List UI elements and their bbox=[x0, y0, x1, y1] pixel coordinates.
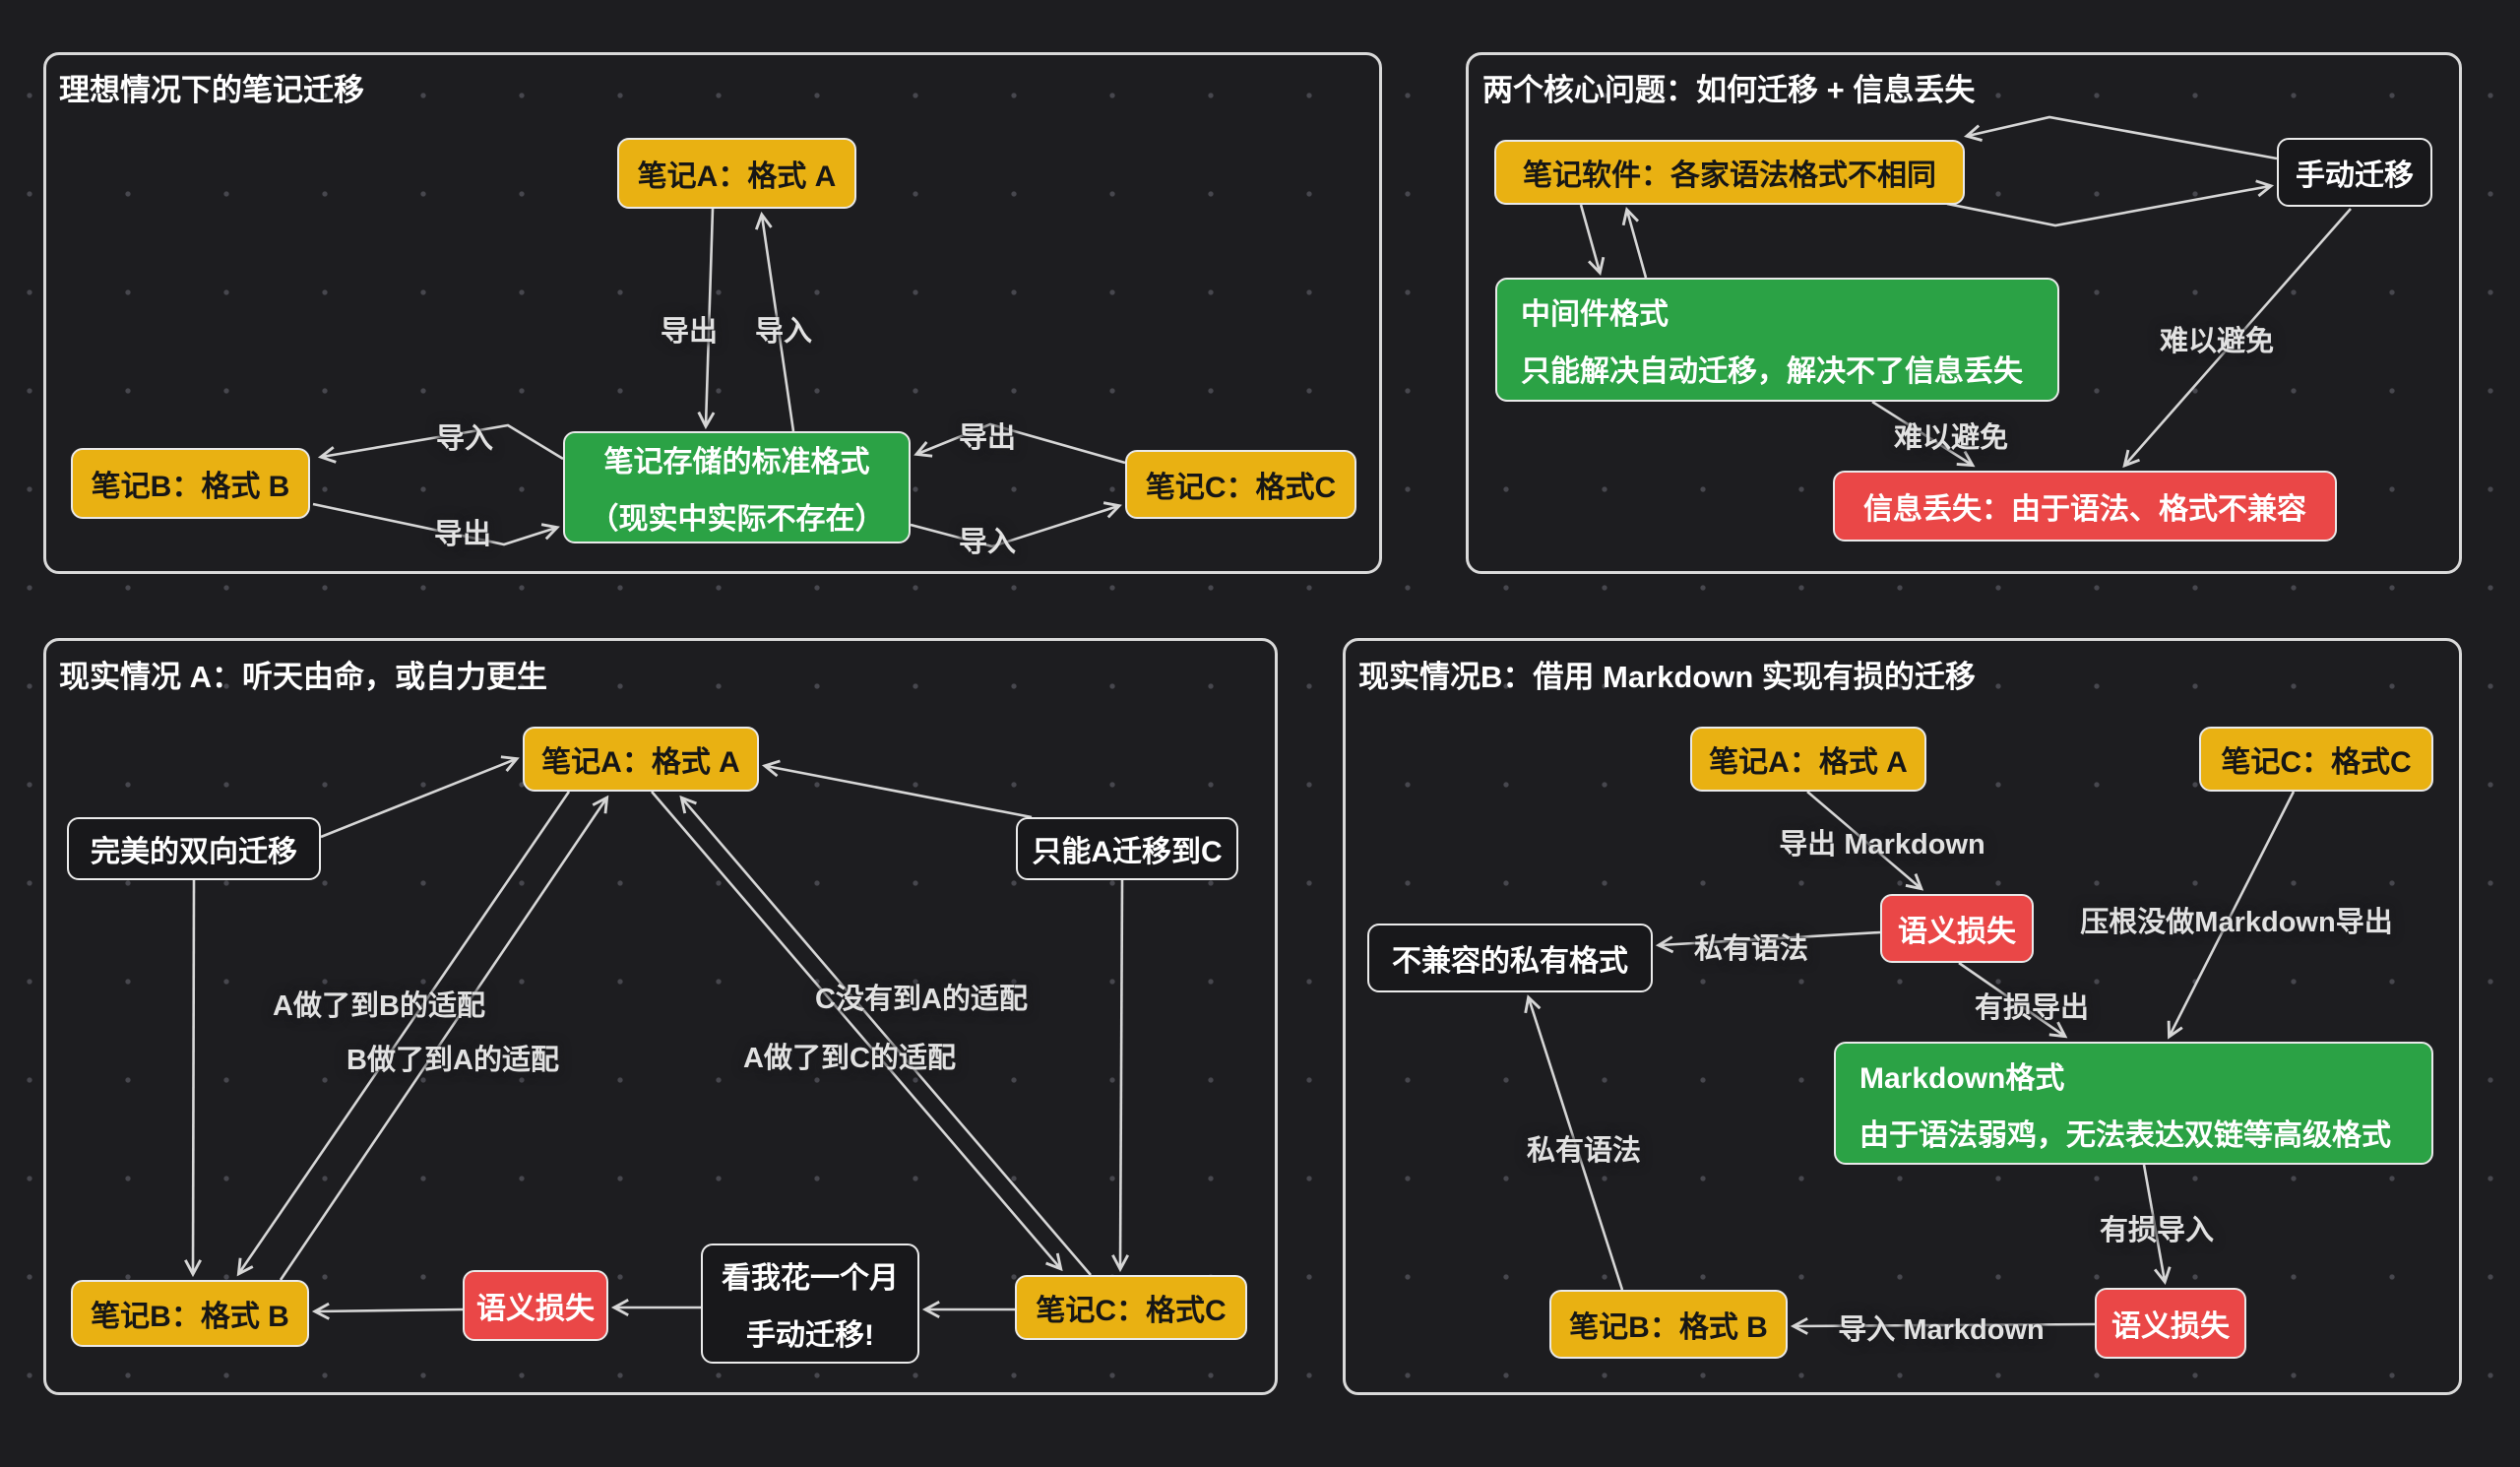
node-one-month-manual[interactable]: 看我花一个月 手动迁移! bbox=[701, 1244, 919, 1364]
arrow-standard-import-to-c bbox=[910, 501, 1122, 548]
arrow-perfect-to-a bbox=[320, 755, 520, 839]
node-manual-migration[interactable]: 手动迁移 bbox=[2277, 138, 2432, 207]
node-markdown-format[interactable]: Markdown格式 由于语法弱鸡，无法表达双链等高级格式 bbox=[1834, 1042, 2433, 1165]
node-middleware-line1: 中间件格式 bbox=[1521, 298, 1669, 331]
arrow-b-export-to-standard bbox=[312, 502, 560, 546]
panel-core-problems bbox=[1466, 52, 2462, 574]
arrow-c-export-to-standard bbox=[914, 422, 1126, 465]
node-incompatible-private-format[interactable]: 不兼容的私有格式 bbox=[1367, 924, 1653, 992]
edge-label-b-to-a-adapt: B做了到A的适配 bbox=[346, 1045, 559, 1076]
edge-label-lossy-export: 有损导出 bbox=[1974, 992, 2090, 1024]
node-semantic-loss-top[interactable]: 语义损失 bbox=[1880, 894, 2034, 963]
node-ideal-standard-line2: （现实中实际不存在） bbox=[589, 503, 885, 536]
arrow-perfect-to-b bbox=[184, 879, 202, 1278]
arrow-software-to-middleware bbox=[1579, 204, 1606, 276]
edge-label-b-import: 导入 bbox=[435, 423, 494, 455]
arrow-middleware-to-software bbox=[1621, 207, 1648, 279]
arrow-c-to-markdown bbox=[2167, 791, 2296, 1040]
node-markdown-line1: Markdown格式 bbox=[1859, 1061, 2065, 1095]
edge-label-c-import: 导入 bbox=[958, 527, 1017, 558]
edge-label-private-syntax-top: 私有语法 bbox=[1693, 933, 1809, 965]
arrow-onlyac-to-a bbox=[761, 759, 1033, 819]
arrow-onlyac-to-c bbox=[1111, 879, 1130, 1273]
arrow-middleware-to-infoloss bbox=[1871, 400, 1976, 468]
edge-label-c-export: 导出 bbox=[958, 422, 1017, 454]
arrow-markdown-to-semloss-bottom bbox=[2142, 1164, 2172, 1286]
node-perfect-bidirectional[interactable]: 完美的双向迁移 bbox=[67, 817, 321, 880]
node-reality-a-note-c[interactable]: 笔记C：格式C bbox=[1015, 1275, 1247, 1340]
panel-title-reality-b: 现实情况B：借用 Markdown 实现有损的迁移 bbox=[1358, 660, 1976, 694]
node-middleware-format[interactable]: 中间件格式 只能解决自动迁移，解决不了信息丢失 bbox=[1495, 278, 2059, 402]
edge-label-no-markdown-export: 压根没做Markdown导出 bbox=[2080, 907, 2393, 938]
edge-label-import-markdown: 导入 Markdown bbox=[1838, 1314, 2045, 1346]
node-reality-a-note-b[interactable]: 笔记B：格式 B bbox=[71, 1280, 309, 1347]
edge-label-b-export: 导出 bbox=[433, 519, 492, 550]
arrow-c-to-a bbox=[679, 795, 1092, 1276]
node-semantic-loss-bottom[interactable]: 语义损失 bbox=[2095, 1288, 2246, 1359]
node-reality-a-note-a[interactable]: 笔记A：格式 A bbox=[523, 727, 759, 792]
panel-title-ideal: 理想情况下的笔记迁移 bbox=[59, 73, 364, 107]
arrow-b-to-incompatible bbox=[1524, 994, 1624, 1291]
node-ideal-note-a[interactable]: 笔记A：格式 A bbox=[617, 138, 856, 209]
panel-title-core-problems: 两个核心问题：如何迁移 + 信息丢失 bbox=[1482, 73, 1976, 107]
node-info-loss[interactable]: 信息丢失：由于语法、格式不兼容 bbox=[1833, 471, 2337, 542]
arrow-semloss-to-markdown bbox=[1958, 961, 2068, 1039]
arrow-semloss-to-incompatible bbox=[1655, 930, 1881, 954]
arrow-b-to-a bbox=[279, 795, 609, 1281]
arrow-a-to-c bbox=[651, 791, 1063, 1272]
edge-label-unavoidable-middleware: 难以避免 bbox=[1893, 422, 2009, 454]
arrow-standard-import-to-b bbox=[317, 423, 564, 464]
node-reality-b-note-a[interactable]: 笔记A：格式 A bbox=[1690, 727, 1926, 792]
arrow-manual-to-software bbox=[1963, 115, 2278, 160]
edge-label-private-syntax-bottom: 私有语法 bbox=[1526, 1135, 1642, 1167]
edge-label-unavoidable-manual: 难以避免 bbox=[2159, 326, 2275, 357]
node-reality-b-note-b[interactable]: 笔记B：格式 B bbox=[1549, 1290, 1788, 1359]
node-markdown-line2: 由于语法弱鸡，无法表达双链等高级格式 bbox=[1859, 1118, 2391, 1152]
edge-label-a-to-b-adapt: A做了到B的适配 bbox=[273, 990, 485, 1022]
node-ideal-note-b[interactable]: 笔记B：格式 B bbox=[71, 448, 310, 519]
node-ideal-note-c[interactable]: 笔记C：格式C bbox=[1125, 450, 1356, 519]
node-one-month-line1: 看我花一个月 bbox=[722, 1262, 899, 1295]
node-reality-b-note-c[interactable]: 笔记C：格式C bbox=[2199, 727, 2433, 792]
arrow-a-to-semloss-top bbox=[1806, 791, 1924, 891]
arrow-standard-import-to-a bbox=[754, 211, 795, 432]
node-reality-a-semantic-loss[interactable]: 语义损失 bbox=[463, 1270, 608, 1341]
edge-label-a-to-c-adapt: A做了到C的适配 bbox=[743, 1043, 956, 1074]
panel-reality-a bbox=[43, 638, 1278, 1395]
edge-label-lossy-import: 有损导入 bbox=[2099, 1215, 2215, 1246]
node-one-month-line2: 手动迁移! bbox=[746, 1319, 874, 1352]
arrow-software-to-manual bbox=[1946, 179, 2275, 227]
arrow-a-to-b bbox=[236, 791, 571, 1277]
arrow-semloss-bottom-to-b bbox=[1790, 1316, 2096, 1335]
edge-label-a-import: 导入 bbox=[754, 316, 813, 348]
arrow-semloss-to-b bbox=[311, 1302, 464, 1320]
node-middleware-line2: 只能解决自动迁移，解决不了信息丢失 bbox=[1521, 355, 2023, 388]
arrow-a-export-to-standard bbox=[697, 208, 716, 430]
node-note-software[interactable]: 笔记软件：各家语法格式不相同 bbox=[1494, 140, 1965, 205]
panel-title-reality-a: 现实情况 A：听天由命，或自力更生 bbox=[59, 660, 547, 694]
panel-reality-b bbox=[1343, 638, 2462, 1395]
edge-label-a-export: 导出 bbox=[660, 316, 719, 348]
panel-ideal-migration bbox=[43, 52, 1382, 574]
node-ideal-standard-format[interactable]: 笔记存储的标准格式 （现实中实际不存在） bbox=[563, 431, 911, 543]
edge-label-export-markdown: 导出 Markdown bbox=[1779, 829, 1985, 861]
node-only-a-to-c[interactable]: 只能A迁移到C bbox=[1016, 817, 1238, 880]
edge-label-c-to-a-adapt: C没有到A的适配 bbox=[815, 984, 1028, 1015]
arrow-manual-to-infoloss bbox=[2122, 208, 2352, 469]
node-ideal-standard-line1: 笔记存储的标准格式 bbox=[603, 446, 870, 478]
